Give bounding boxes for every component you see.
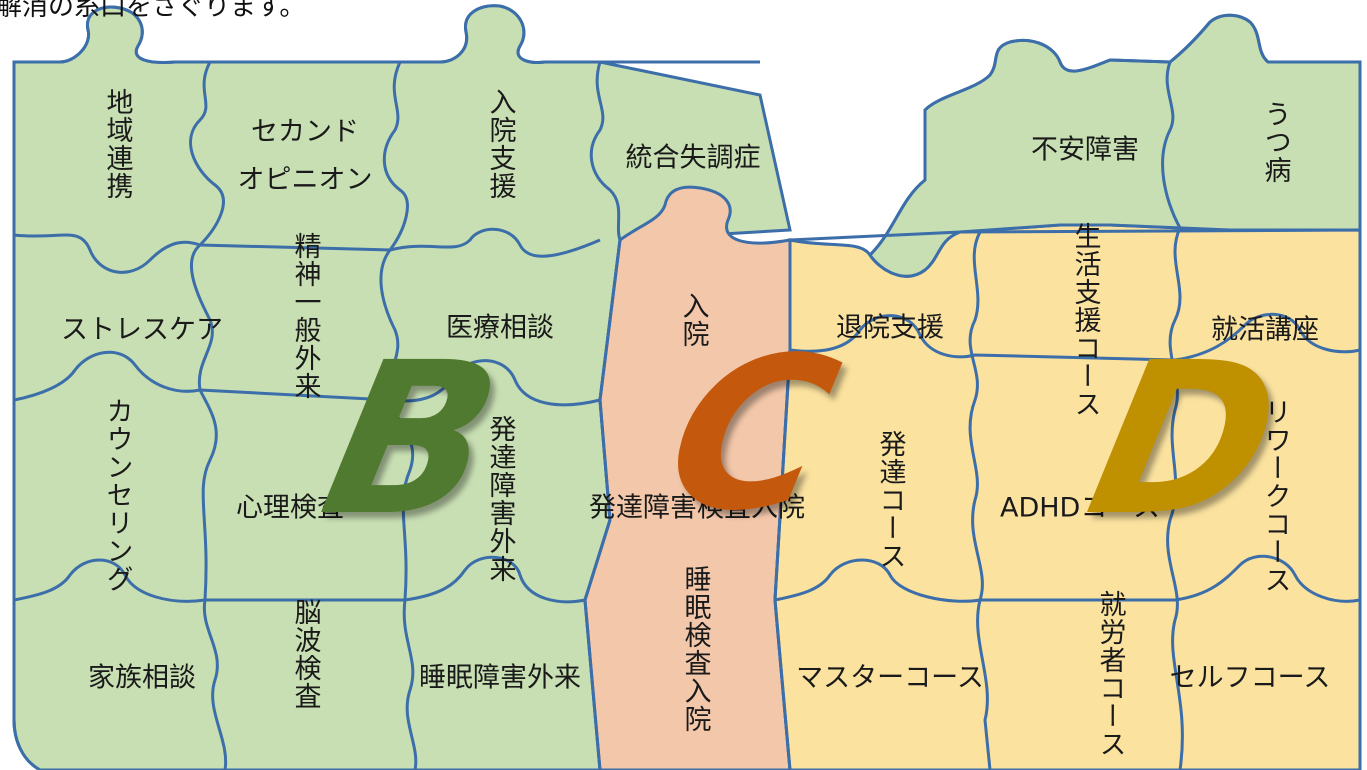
piece-label: 統合失調症	[625, 142, 761, 174]
piece-edges	[12, 4, 1362, 770]
caption-text: 解消の糸口をさぐります。	[0, 0, 306, 22]
piece-label: マスターコース	[796, 662, 984, 694]
piece-label: 地域連携	[101, 88, 133, 200]
piece-label: 生活支援コース	[1069, 222, 1101, 418]
piece-label: 入院	[677, 292, 709, 348]
piece-label: セルフコース	[1169, 662, 1331, 694]
piece-label: カウンセリング	[101, 397, 133, 593]
piece-label: オピニオン	[237, 164, 373, 196]
piece-label: 入院支援	[484, 88, 516, 200]
piece-label: リワークコース	[1259, 398, 1291, 594]
piece-label: 不安障害	[1031, 134, 1139, 166]
piece-label: 発達コース	[874, 430, 906, 570]
piece-label: 脳波検査	[289, 598, 321, 710]
piece-label: 発達障害外来	[484, 415, 516, 583]
piece-label: 就労者コース	[1094, 590, 1126, 758]
piece-label: 発達障害検査入院	[589, 492, 805, 524]
piece-label: 医療相談	[446, 312, 554, 344]
piece-label: 睡眠障害外来	[419, 662, 581, 694]
piece-label: ADHDコース	[999, 492, 1161, 524]
piece-label: 退院支援	[836, 312, 944, 344]
piece-label: ストレスケア	[61, 314, 223, 346]
piece-label: 睡眠検査入院	[679, 565, 711, 733]
piece-label: うつ病	[1259, 100, 1291, 184]
piece-label: 精神一般外来	[289, 232, 321, 400]
piece-label: 心理検査	[236, 492, 344, 524]
piece-label: 家族相談	[88, 662, 196, 694]
piece-label: セカンド	[251, 116, 359, 148]
piece-label: 就活講座	[1211, 314, 1319, 346]
